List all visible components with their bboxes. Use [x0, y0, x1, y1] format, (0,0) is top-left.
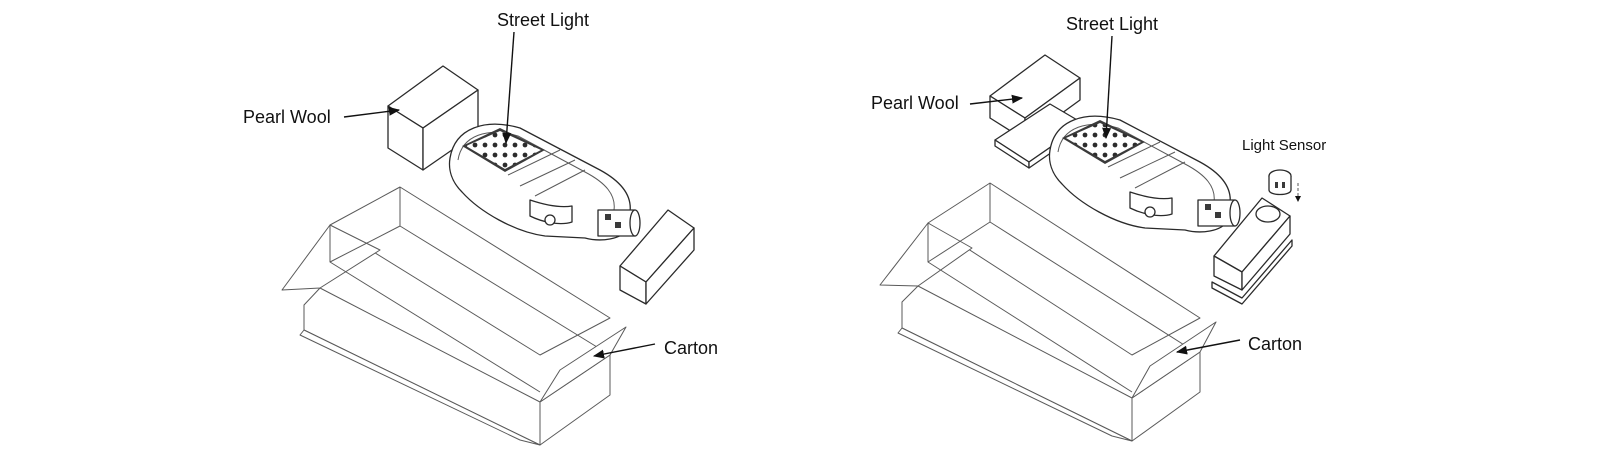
carton-arrow [592, 343, 656, 359]
street-light-unit [1048, 115, 1241, 233]
pearl-wool-label: Pearl Wool [871, 93, 959, 113]
light-sensor-label: Light Sensor [1242, 137, 1326, 154]
street-light-unit [448, 123, 641, 241]
street-light-label: Street Light [1066, 14, 1158, 34]
street-light-arrow [1102, 35, 1113, 140]
carton-arrow [1175, 339, 1241, 355]
carton-box [281, 186, 627, 446]
pearl-wool-block-right [619, 209, 695, 305]
carton-label: Carton [1248, 334, 1302, 354]
pearl-wool-arrow [343, 106, 401, 118]
pearl-wool-arrow [969, 94, 1024, 105]
diagram-standard: Street Light Pearl Wool Carton [243, 10, 718, 446]
pearl-wool-block-right [1211, 197, 1293, 305]
pearl-wool-label: Pearl Wool [243, 107, 331, 127]
carton-box [879, 182, 1217, 442]
light-sensor-unit [1268, 169, 1301, 202]
carton-label: Carton [664, 338, 718, 358]
pearl-wool-block-top [387, 65, 479, 171]
street-light-label: Street Light [497, 10, 589, 30]
street-light-arrow [502, 31, 515, 145]
diagram-with-sensor: Street Light Pearl Wool Light Sensor Car… [871, 14, 1326, 442]
